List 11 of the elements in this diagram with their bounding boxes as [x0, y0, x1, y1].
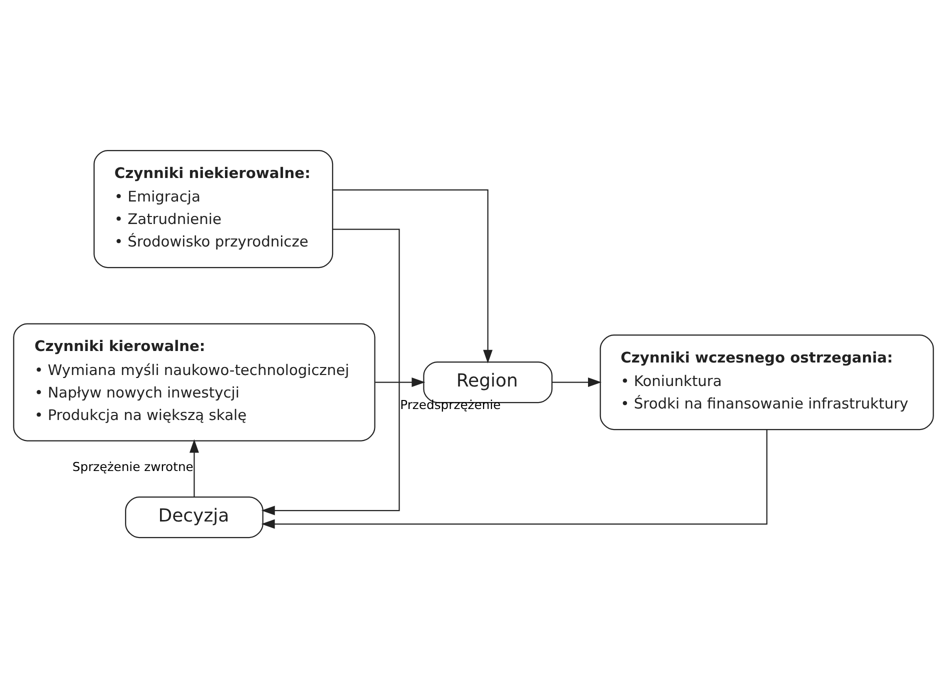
node-box: Czynniki niekierowalne: • Emigracja • Zatrudnienie • Środowisko przyrodnicze [93, 149, 333, 268]
arrow [552, 377, 602, 386]
arrow [260, 429, 767, 528]
arrow [188, 438, 198, 496]
arrow [260, 228, 400, 515]
node-box: Czynniki kierowalne: • Wymiana myśli naukowo-technologicznej • Napływ nowych inwestycji • Produkcja na większą skalę [12, 322, 375, 441]
arrow [374, 377, 425, 386]
node-box: Czynniki wczesnego ostrzegania: • Koniunktura • Środki na finansowanie infrastruktury [599, 334, 934, 430]
arrow [332, 188, 492, 363]
edge-label: Sprzężenie zwrotne [72, 459, 193, 474]
node-box: Decyzja [124, 496, 263, 538]
